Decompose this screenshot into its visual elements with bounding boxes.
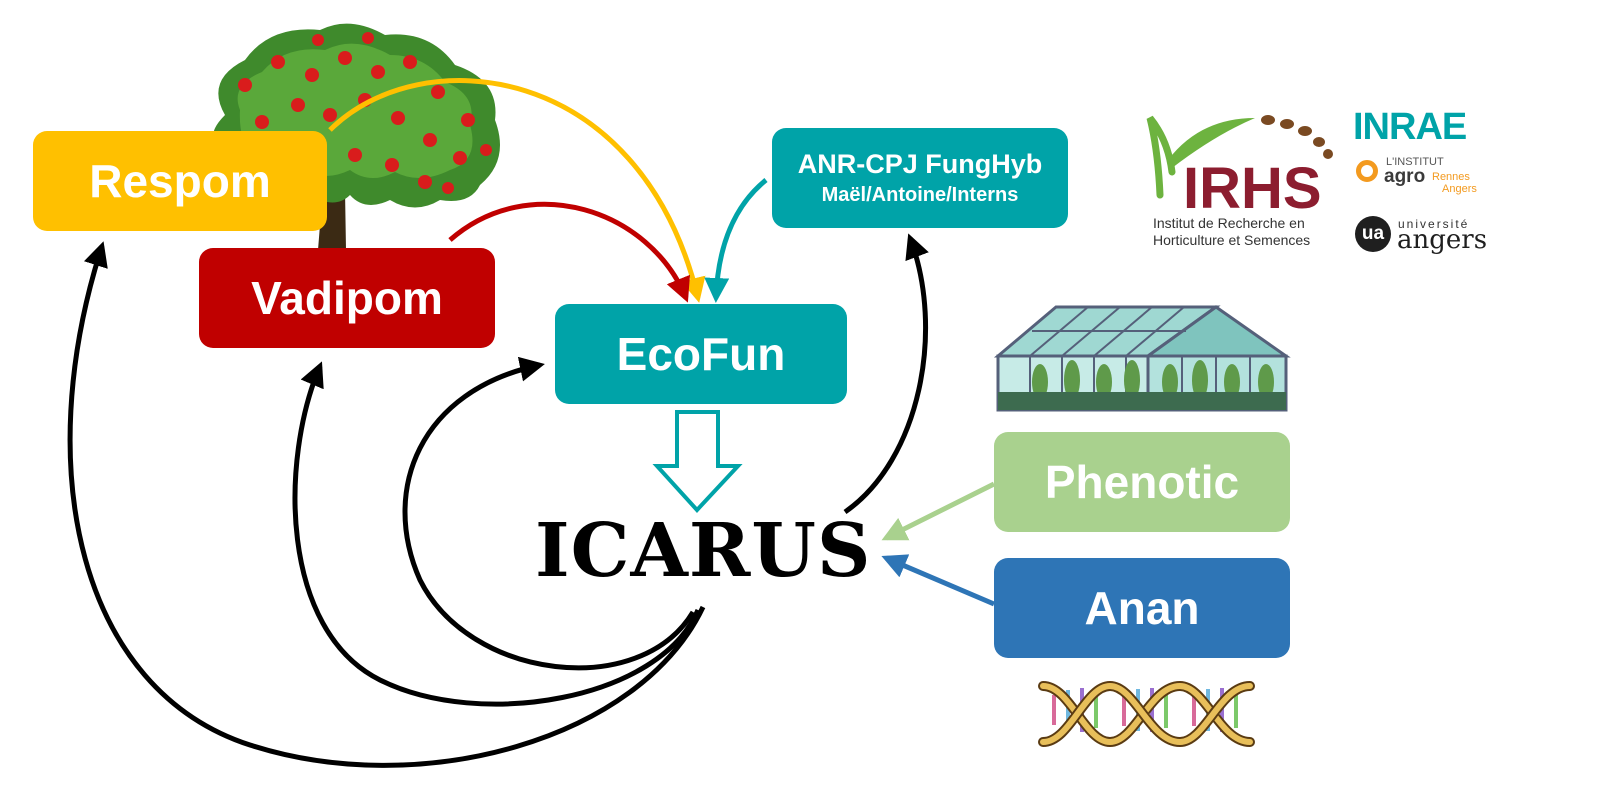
respom-label: Respom <box>89 155 271 207</box>
phenotic-node: Phenotic <box>994 432 1290 532</box>
institut-agro-word: agro <box>1384 166 1426 187</box>
irhs-logo-fullname: Institut de Recherche en Horticulture et… <box>1153 215 1310 249</box>
anr-funghyb-subtitle: Maël/Antoine/Interns <box>821 184 1019 206</box>
universite-angers-city: angers <box>1397 225 1488 255</box>
arrow-ecofun-to-icarus <box>652 410 743 513</box>
arrow-icarus-to-anr <box>843 233 929 515</box>
irhs-logo-line1: Institut de Recherche en <box>1153 215 1305 231</box>
arrow-anr-to-ecofun <box>704 178 768 303</box>
greenhouse-illustration <box>993 305 1291 412</box>
arrow-icarus-to-vadipom <box>292 361 701 707</box>
phenotic-label: Phenotic <box>1044 456 1240 508</box>
institut-agro-circle-icon <box>1356 160 1378 182</box>
anan-node: Anan <box>994 558 1290 658</box>
institut-agro-rennes: Rennes <box>1432 171 1470 183</box>
icarus-title: ICARUS <box>535 508 872 594</box>
dna-helix-illustration <box>1038 680 1255 748</box>
inrae-logo: INRAE <box>1353 106 1467 148</box>
universite-angers-prefix: université <box>1398 217 1470 231</box>
irhs-logo-mark <box>1146 115 1333 199</box>
anan-label: Anan <box>1084 582 1200 634</box>
irhs-logo-line2: Horticulture et Semences <box>1153 232 1311 248</box>
ecofun-label: EcoFun <box>616 328 786 380</box>
arrow-anan-to-icarus <box>881 554 995 607</box>
respom-node: Respom <box>33 131 327 231</box>
institut-agro-angers: Angers <box>1442 183 1477 195</box>
ecofun-node: EcoFun <box>555 304 847 404</box>
arrow-respom-to-ecofun <box>328 78 706 303</box>
vadipom-node: Vadipom <box>199 248 495 348</box>
anr-funghyb-node: ANR-CPJ FungHyb Maël/Antoine/Interns <box>772 128 1068 228</box>
arrow-icarus-to-ecofun <box>402 356 696 671</box>
universite-angers-mark-icon: ua <box>1355 216 1391 252</box>
vadipom-label: Vadipom <box>251 272 443 324</box>
irhs-logo-name: IRHS <box>1183 156 1322 221</box>
anr-funghyb-title: ANR-CPJ FungHyb <box>797 149 1043 179</box>
arrow-icarus-to-respom <box>67 241 706 768</box>
arrow-phenotic-to-icarus <box>881 481 996 541</box>
institut-agro-prefix: L'INSTITUT <box>1386 156 1444 168</box>
arrow-vadipom-to-ecofun <box>448 201 690 303</box>
